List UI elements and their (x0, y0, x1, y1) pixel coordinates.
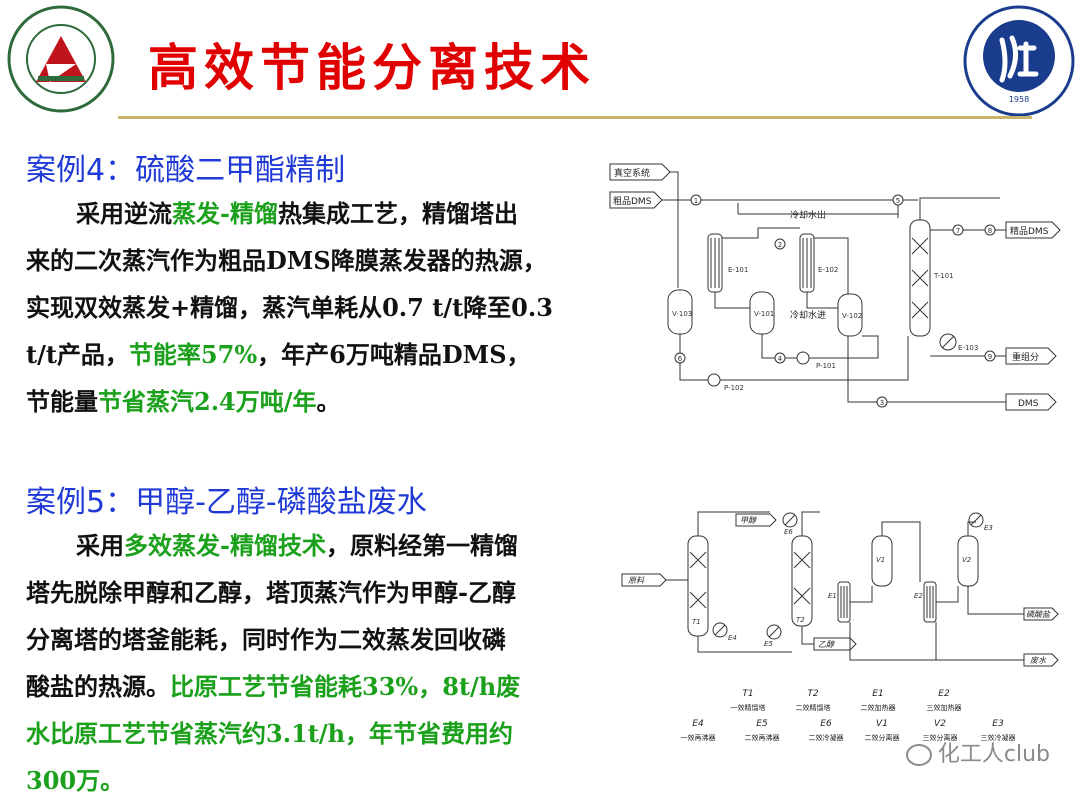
legend-code: E6 (820, 719, 832, 729)
vacuum-tag (609, 163, 671, 181)
school-logo-icon: 1958 (963, 5, 1075, 117)
phosphate-tag (1023, 607, 1059, 621)
legend-desc: 一效精馏塔 (731, 703, 766, 712)
stream-number: 4 (778, 355, 783, 363)
legend-code: E5 (756, 719, 768, 729)
unit-label: E2 (914, 592, 923, 600)
stream-number: 8 (988, 227, 992, 235)
unit-label: E1 (828, 592, 837, 600)
stream-heavy: 重组分 (1012, 351, 1039, 363)
stream-vacuum: 真空系统 (614, 167, 650, 179)
case5-heading: 案例5：甲醇-乙醇-磷酸盐废水 (26, 485, 427, 520)
stream-number: 6 (678, 355, 683, 363)
stream-wastewater: 废水 (1030, 656, 1047, 665)
case4-heading: 案例4：硫酸二甲酯精制 (26, 153, 346, 188)
stream-cw-in: 冷却水进 (790, 309, 826, 321)
unit-label: T1 (692, 618, 701, 626)
case5-line: 采用多效蒸发-精馏技术，原料经第一精馏 (76, 531, 518, 560)
legend-desc: 二效分离器 (865, 733, 900, 742)
watermark: 化工人club (905, 736, 1050, 768)
methanol-tag (735, 513, 777, 527)
legend-code: V2 (934, 719, 946, 729)
page-title: 高效节能分离技术 (148, 39, 596, 97)
case5-line: 300万。 (26, 766, 125, 795)
equip-label: E-101 (728, 266, 748, 274)
stream-crude: 粗品DMS (613, 195, 652, 207)
case4-line: 实现双效蒸发+精馏，蒸汽单耗从0.7 t/t降至0.3 (26, 293, 553, 322)
zzu-logo (6, 4, 116, 114)
crude-tag (609, 191, 663, 209)
legend-code: V1 (876, 719, 888, 729)
legend-desc: 一效再沸器 (681, 733, 716, 742)
feed-tag (621, 573, 667, 587)
stream-number: 7 (956, 227, 960, 235)
stream-number: 5 (896, 197, 900, 205)
stream-methanol: 甲醇 (740, 516, 758, 525)
equip-label: V-101 (754, 310, 774, 318)
legend-desc: 三效加热器 (927, 703, 962, 712)
legend-desc: 二效再沸器 (745, 733, 780, 742)
equip-label: E-103 (958, 344, 978, 352)
unit-label: E5 (764, 640, 773, 648)
stream-cw-out: 冷却水出 (790, 209, 826, 221)
school-logo-year: 1958 (1009, 95, 1029, 104)
equip-label: E-102 (818, 266, 838, 274)
header-divider (118, 116, 1032, 119)
stream-number: 9 (988, 353, 992, 361)
legend-code: T1 (742, 689, 753, 699)
legend-code: E4 (692, 719, 704, 729)
case4-paragraph: 采用逆流蒸发-精馏热集成工艺，精馏塔出 来的二次蒸汽作为粗品DMS降膜蒸发器的热… (26, 190, 596, 425)
unit-label: V2 (962, 556, 972, 564)
stream-product: 精品DMS (1010, 225, 1049, 237)
wastewater-tag (1023, 653, 1059, 667)
case5-process-diagram: 原料 甲醇 乙醇 磷酸盐 废水 T1 T2 E1 E2 E3 E4 E5 E6 … (621, 511, 1059, 742)
legend-desc: 三效冷凝器 (981, 733, 1016, 742)
dms-tag (1005, 393, 1057, 411)
case5-line: 塔先脱除甲醇和乙醇，塔顶蒸汽作为甲醇-乙醇 (26, 578, 516, 607)
case5-line: 分离塔的塔釜能耗，同时作为二效蒸发回收磷 (26, 625, 506, 654)
equip-label: P-102 (724, 384, 744, 392)
equip-label: V-102 (842, 312, 862, 320)
legend-desc: 二效冷凝器 (809, 733, 844, 742)
stream-number: 3 (880, 399, 884, 407)
stream-number: 2 (778, 241, 782, 249)
case4-line: 节能量节省蒸汽2.4万吨/年。 (26, 387, 341, 416)
case5-paragraph: 采用多效蒸发-精馏技术，原料经第一精馏 塔先脱除甲醇和乙醇，塔顶蒸汽作为甲醇-乙… (26, 522, 596, 804)
legend-desc: 三效分离器 (923, 733, 958, 742)
legend-code: T2 (807, 689, 818, 699)
equip-label: T-101 (933, 272, 954, 280)
ethanol-tag (813, 637, 857, 651)
stream-number: 1 (694, 197, 698, 205)
stream-dms: DMS (1018, 399, 1039, 409)
unit-label: E4 (728, 634, 737, 642)
unit-label: V1 (876, 556, 885, 564)
watermark-text: 化工人club (937, 742, 1050, 767)
case4-line: 来的二次蒸汽作为粗品DMS降膜蒸发器的热源， (26, 246, 547, 275)
equip-label: P-101 (816, 362, 836, 370)
product-tag (1005, 221, 1061, 239)
wechat-icon (905, 744, 932, 766)
equip-label: V-103 (672, 310, 692, 318)
unit-label: E3 (984, 524, 993, 532)
stream-phosphate: 磷酸盐 (1026, 610, 1051, 619)
zzu-logo-icon (7, 5, 115, 113)
case4-process-diagram: 真空系统 粗品DMS 精品DMS 重组分 DMS 冷却水出 冷却水进 E-101… (609, 163, 1061, 411)
legend-code: E2 (938, 689, 950, 699)
school-logo: 1958 (962, 4, 1076, 118)
case4-line: t/t产品，节能率57%，年产6万吨精品DMS， (26, 340, 531, 369)
legend-desc: 二效加热器 (861, 703, 896, 712)
unit-label: E6 (784, 528, 793, 536)
unit-label: T2 (796, 616, 805, 624)
legend-desc: 二效精馏塔 (796, 703, 831, 712)
case4-line: 采用逆流蒸发-精馏热集成工艺，精馏塔出 (76, 199, 518, 228)
case5-line: 水比原工艺节省蒸汽约3.1t/h，年节省费用约 (26, 719, 514, 748)
case5-line: 酸盐的热源。比原工艺节省能耗33%，8t/h废 (26, 672, 521, 701)
legend-code: E1 (872, 689, 883, 699)
legend-code: E3 (992, 719, 1004, 729)
stream-feed: 原料 (628, 576, 645, 585)
heavy-tag (1005, 347, 1057, 365)
stream-ethanol: 乙醇 (818, 640, 836, 649)
